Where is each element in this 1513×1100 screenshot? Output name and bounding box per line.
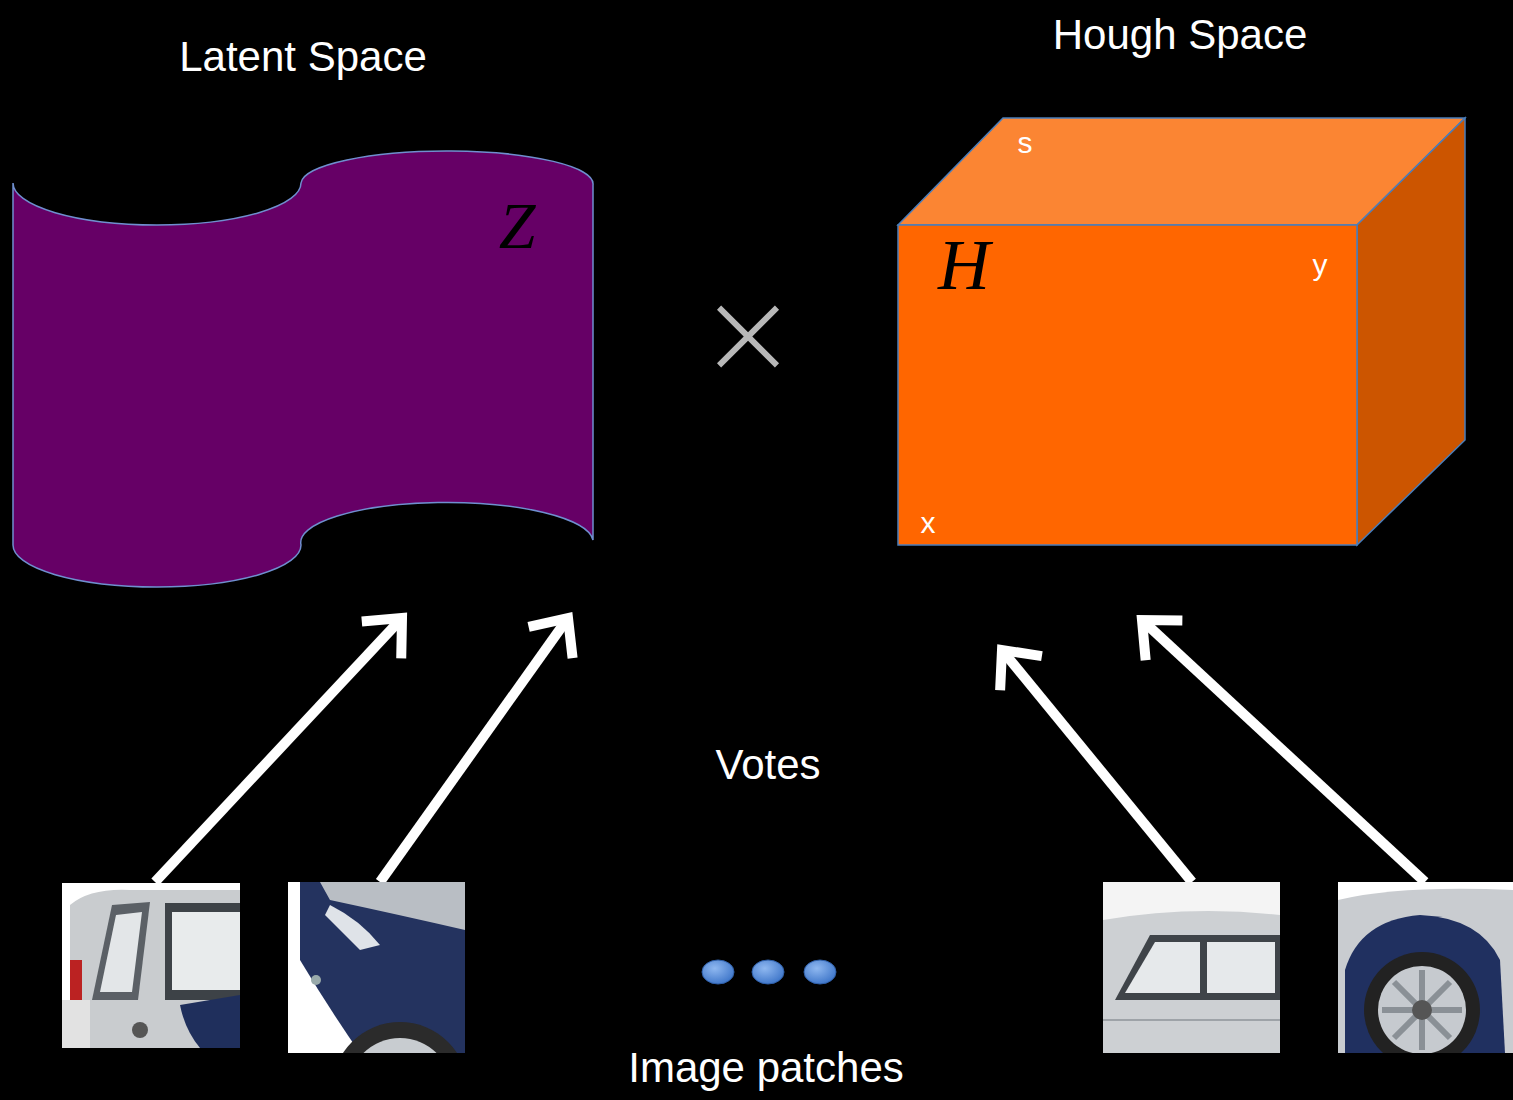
- space-symbol: Z: [499, 190, 536, 263]
- space-symbol: H: [938, 226, 990, 305]
- votes-label: Votes: [715, 742, 820, 788]
- axis-label: s: [1018, 126, 1033, 159]
- image-patch: [62, 883, 240, 1048]
- image-patch: [288, 882, 465, 1053]
- ellipsis-dots: [702, 960, 836, 984]
- space-title: Hough Space: [1053, 12, 1308, 58]
- vote-arrows: [155, 618, 1425, 882]
- space-title: Latent Space: [179, 34, 427, 80]
- node-outline: [0, 0, 610, 600]
- image-patch: [1103, 882, 1280, 1053]
- latent-space-sheet: Latent SpaceZ: [0, 0, 610, 600]
- times-symbol: ×: [698, 267, 799, 399]
- latent-sheet-outline: [13, 151, 593, 587]
- hough-space-box: Hough SpaceHs y x: [880, 0, 1500, 600]
- image-patch: [1338, 882, 1513, 1053]
- axis-label: y: [1313, 248, 1328, 281]
- caption-label: Image patches: [628, 1045, 904, 1091]
- hough-box-outline: [898, 118, 1465, 545]
- axis-label: x: [921, 506, 936, 539]
